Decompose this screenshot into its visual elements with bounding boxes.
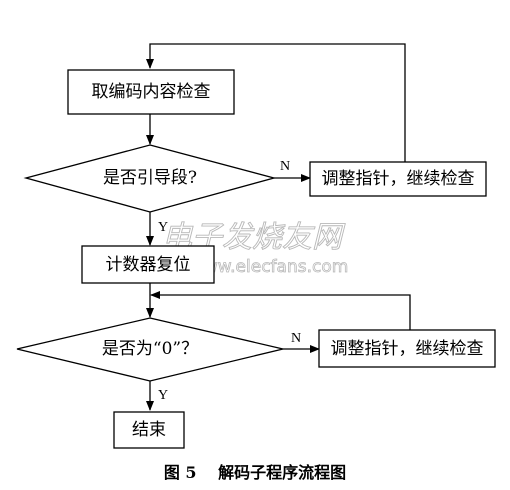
process-reset-counter-label: 计数器复位 [106,255,191,275]
edge-label-zero-yes: Y [158,388,168,403]
terminal-end: 结束 [113,411,185,449]
loop-back-arrow-2 [150,291,411,330]
edge-label-zero-no: N [291,331,301,346]
decision-is-zero: 是否为“0”？ [16,317,284,382]
decision-is-lead-label: 是否引导段? [103,168,197,188]
process-fetch-check-label: 取编码内容检查 [92,82,211,102]
decision-is-zero-label: 是否为“0”？ [102,339,198,359]
process-adjust-pointer-1-label: 调整指针，继续检查 [322,169,475,189]
process-fetch-check: 取编码内容检查 [67,69,235,115]
process-adjust-pointer-2-label: 调整指针，继续检查 [331,339,484,359]
decision-is-lead: 是否引导段? [23,144,277,213]
process-reset-counter: 计数器复位 [81,245,215,284]
figure-caption: 图 5 解码子程序流程图 [164,463,346,482]
process-adjust-pointer-2: 调整指针，继续检查 [318,329,496,368]
terminal-end-label: 结束 [132,420,166,440]
process-adjust-pointer-1: 调整指针，继续检查 [309,161,487,197]
loop-back-arrow-1 [146,43,406,162]
watermark-url: www.elecfans.com [190,257,348,277]
edge-label-lead-no: N [280,159,290,174]
edge-label-lead-yes: Y [158,220,168,235]
